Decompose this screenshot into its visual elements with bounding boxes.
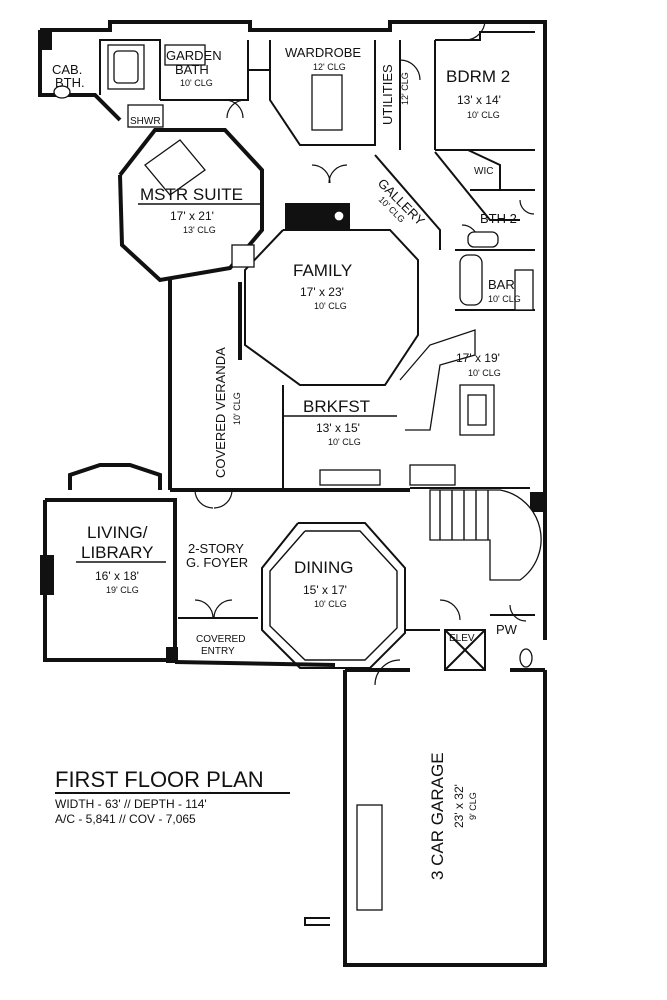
living-library-label-1: LIVING/ (87, 523, 148, 542)
wardrobe-label: WARDROBE (285, 45, 361, 60)
family-dim: 17' x 23' (300, 285, 344, 299)
mstr-suite-clg: 13' CLG (183, 225, 216, 235)
bar-label: BAR (488, 277, 515, 292)
title-block: FIRST FLOOR PLAN WIDTH - 63' // DEPTH - … (55, 767, 290, 826)
wic-label: WIC (474, 166, 493, 177)
living-library-clg: 19' CLG (106, 585, 139, 595)
bdrm2-dim: 13' x 14' (457, 93, 501, 107)
kitchen-dim: 17' x 19' (456, 351, 500, 365)
fixtures (53, 44, 542, 911)
brkfst-clg: 10' CLG (328, 437, 361, 447)
garage-dim: 23' x 32' (452, 784, 466, 828)
brkfst-dim: 13' x 15' (316, 421, 360, 435)
plan-info-line1: WIDTH - 63' // DEPTH - 114' (55, 797, 207, 811)
wardrobe-clg: 12' CLG (313, 62, 346, 72)
living-library-label-2: LIBRARY (81, 543, 153, 562)
doors (194, 19, 535, 686)
bdrm2-label: BDRM 2 (446, 67, 510, 86)
plan-info-line2: A/C - 5,841 // COV - 7,065 (55, 812, 196, 826)
bth2-label: BTH 2 (480, 211, 517, 226)
dining-dim: 15' x 17' (303, 583, 347, 597)
garden-bath-label-2: BATH (175, 62, 209, 77)
covered-veranda-label: COVERED VERANDA (213, 347, 228, 478)
family-label: FAMILY (293, 261, 352, 280)
foyer-label-1: 2-STORY (188, 541, 244, 556)
pw-label: PW (496, 622, 518, 637)
garage-label: 3 CAR GARAGE (428, 752, 447, 880)
dining-clg: 10' CLG (314, 599, 347, 609)
cab-bath-label-2: BTH. (55, 75, 85, 90)
bar-clg: 10' CLG (488, 294, 521, 304)
cab-bath-label-1: CAB. (52, 62, 82, 77)
garden-bath-label-1: GARDEN (166, 48, 222, 63)
elev-label: ELEV (449, 633, 475, 644)
utilities-label: UTILITIES (380, 64, 395, 125)
utilities-clg: 12' CLG (400, 72, 410, 105)
family-clg: 10' CLG (314, 301, 347, 311)
brkfst-label: BRKFST (303, 397, 370, 416)
mstr-suite-dim: 17' x 21' (170, 209, 214, 223)
kitchen-clg: 10' CLG (468, 368, 501, 378)
shwr-label: SHWR (130, 116, 161, 127)
garage-clg: 9' CLG (468, 792, 478, 820)
mstr-suite-label: MSTR SUITE (140, 185, 243, 204)
covered-veranda-clg: 10' CLG (232, 392, 242, 425)
garden-bath-clg: 10' CLG (180, 78, 213, 88)
foyer-label-2: G. FOYER (186, 555, 248, 570)
dining-label: DINING (294, 558, 354, 577)
interior-walls (99, 31, 535, 671)
living-library-dim: 16' x 18' (95, 569, 139, 583)
covered-entry-label-1: COVERED (196, 634, 245, 645)
bdrm2-clg: 10' CLG (467, 110, 500, 120)
covered-entry-label-2: ENTRY (201, 646, 235, 657)
plan-title: FIRST FLOOR PLAN (55, 767, 264, 792)
